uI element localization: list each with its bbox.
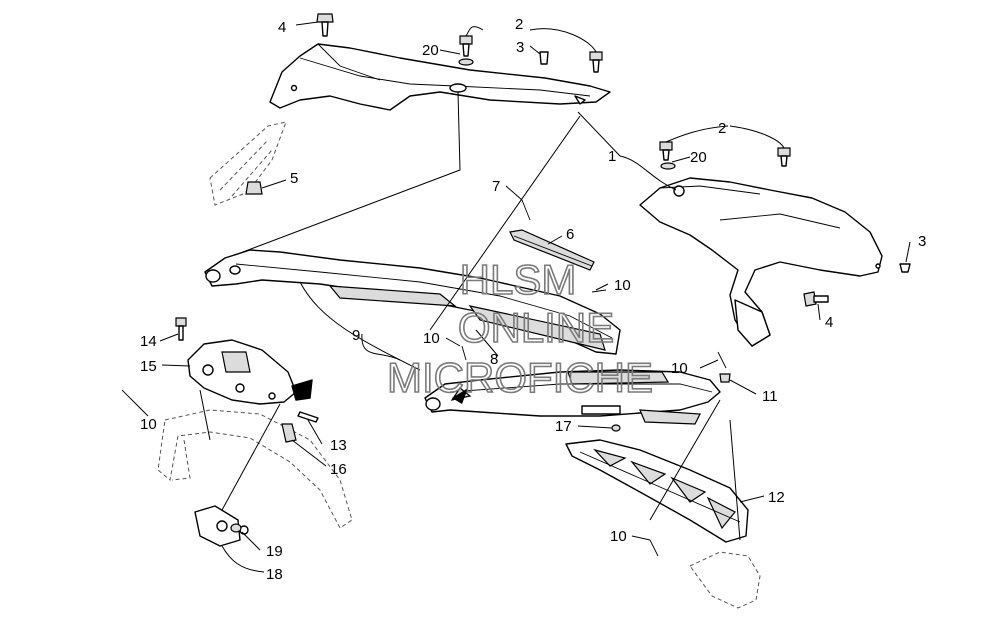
callout-6: 6 bbox=[566, 226, 574, 243]
upper-arm bbox=[204, 249, 621, 355]
fastener-bolts bbox=[175, 13, 911, 533]
left-side-panel bbox=[269, 43, 611, 111]
direction-arrow-left bbox=[296, 382, 312, 398]
callout-10a: 10 bbox=[614, 277, 631, 294]
callout-13: 13 bbox=[330, 437, 347, 454]
callout-1: 1 bbox=[608, 148, 616, 165]
callout-15: 15 bbox=[140, 358, 157, 375]
watermark-line2: ONLINE bbox=[458, 304, 614, 351]
callout-2b: 2 bbox=[718, 120, 726, 137]
callout-12: 12 bbox=[768, 489, 785, 506]
callout-4a: 4 bbox=[278, 19, 286, 36]
callout-9: 9 bbox=[352, 327, 360, 344]
lower-right-dashed bbox=[689, 551, 761, 609]
callout-8: 8 bbox=[490, 351, 498, 368]
watermark-line1: HLSM bbox=[460, 256, 577, 303]
callout-17: 17 bbox=[555, 418, 572, 435]
lower-frame-dashed bbox=[157, 409, 353, 529]
step-plate bbox=[565, 439, 749, 543]
callout-19: 19 bbox=[266, 543, 283, 560]
callout-2a: 2 bbox=[515, 16, 523, 33]
callout-7: 7 bbox=[492, 178, 500, 195]
cotter-pins bbox=[121, 199, 727, 557]
callout-20b: 20 bbox=[690, 149, 707, 166]
callout-10e: 10 bbox=[610, 528, 627, 545]
right-side-panel bbox=[639, 177, 883, 347]
leader-lines bbox=[131, 21, 911, 573]
callout-18: 18 bbox=[266, 566, 283, 583]
callout-5: 5 bbox=[290, 170, 298, 187]
callout-10c: 10 bbox=[671, 360, 688, 377]
callout-11: 11 bbox=[762, 388, 778, 405]
callout-4b: 4 bbox=[825, 314, 833, 331]
callout-10d: 10 bbox=[140, 416, 157, 433]
callout-10b: 10 bbox=[423, 330, 440, 347]
callout-20a: 20 bbox=[422, 42, 439, 59]
direction-arrow-right bbox=[452, 388, 468, 404]
left-frame-dashed bbox=[209, 121, 287, 206]
watermark-line3: MICROFICHE bbox=[387, 354, 653, 401]
callout-3a: 3 bbox=[516, 39, 524, 56]
callout-3b: 3 bbox=[918, 233, 926, 250]
callout-labels: 1 2 2 3 3 4 4 5 6 7 8 9 10 10 10 10 10 1… bbox=[140, 16, 926, 583]
callout-14: 14 bbox=[140, 333, 157, 350]
callout-16: 16 bbox=[330, 461, 347, 478]
